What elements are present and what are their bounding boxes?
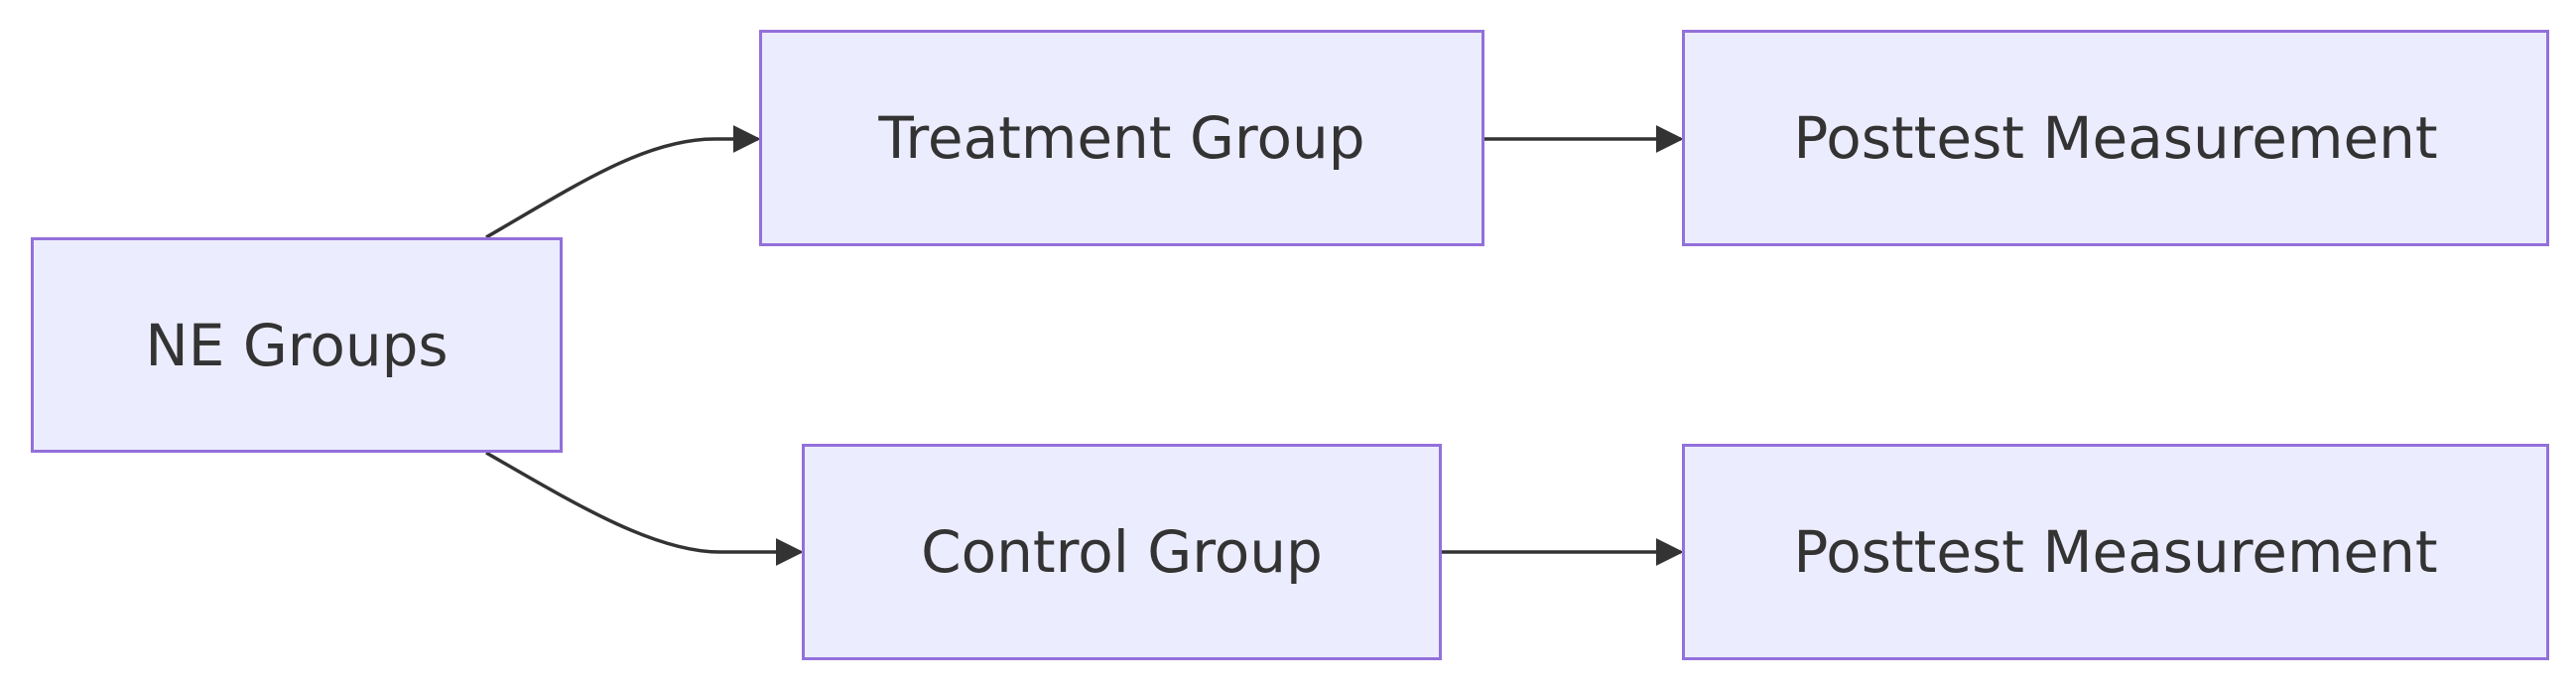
- node-control-group: Control Group: [802, 444, 1442, 660]
- node-control-group-label: Control Group: [921, 518, 1323, 586]
- edge-ne-to-control: [485, 451, 804, 566]
- node-posttest-control-label: Posttest Measurement: [1793, 518, 2438, 586]
- node-posttest-treatment-label: Posttest Measurement: [1793, 104, 2438, 172]
- node-ne-groups: NE Groups: [31, 237, 563, 453]
- node-treatment-group: Treatment Group: [759, 30, 1484, 246]
- node-posttest-control: Posttest Measurement: [1682, 444, 2549, 660]
- node-treatment-group-label: Treatment Group: [878, 104, 1365, 172]
- edge-ne-to-treatment: [485, 125, 761, 239]
- node-posttest-treatment: Posttest Measurement: [1682, 30, 2549, 246]
- node-ne-groups-label: NE Groups: [145, 311, 449, 379]
